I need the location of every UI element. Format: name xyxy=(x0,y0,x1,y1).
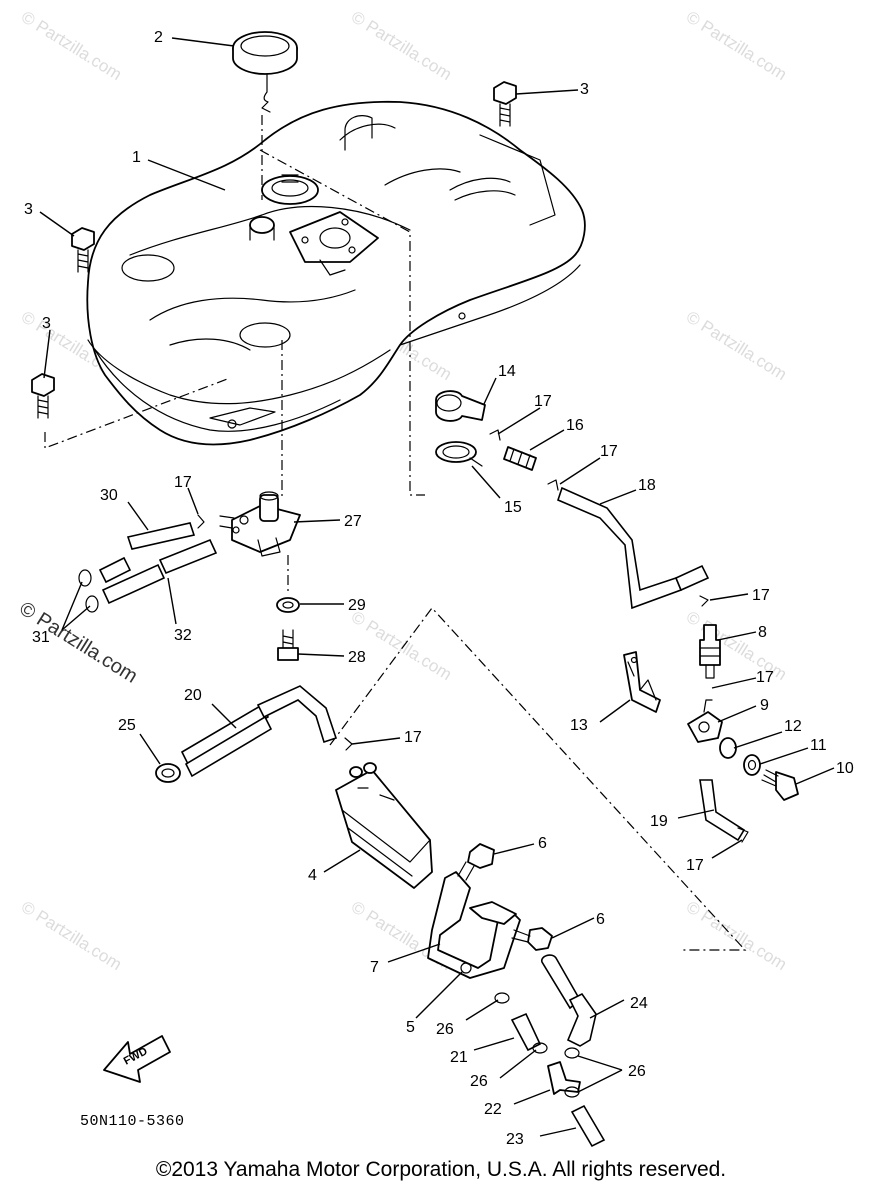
hose xyxy=(541,954,582,1010)
mount-line xyxy=(44,377,231,449)
callout-22: 22 xyxy=(484,1101,502,1118)
callout-19: 19 xyxy=(650,813,668,830)
watermark: © Partzilla.com xyxy=(683,607,790,684)
callout-26: 26 xyxy=(470,1073,488,1090)
callout-3: 3 xyxy=(24,201,33,218)
callout-31: 31 xyxy=(32,629,50,646)
band-clip xyxy=(435,441,483,467)
bolt xyxy=(31,373,55,419)
callout-30: 30 xyxy=(100,487,118,504)
callout-17: 17 xyxy=(174,474,192,491)
callout-17: 17 xyxy=(752,587,770,604)
callout-6: 6 xyxy=(538,835,547,852)
mount-line xyxy=(259,149,425,496)
clip xyxy=(737,827,749,843)
bolt xyxy=(457,843,495,881)
hose-cap xyxy=(435,390,486,422)
fuel-sender xyxy=(219,491,301,557)
bracket xyxy=(623,651,661,713)
clip xyxy=(494,992,580,1098)
bracket xyxy=(687,699,723,743)
callout-numbers: 1 2 3 3 3 4 5 6 6 7 8 9 10 11 12 13 14 1… xyxy=(24,29,854,1148)
callout-29: 29 xyxy=(348,597,366,614)
watermark: © Partzilla.com xyxy=(348,607,455,684)
watermark: © Partzilla.com xyxy=(18,7,125,84)
callout-18: 18 xyxy=(638,477,656,494)
watermark: © Partzilla.com xyxy=(683,897,790,974)
direction-arrow: FWD xyxy=(103,1035,171,1083)
callout-15: 15 xyxy=(504,499,522,516)
hose xyxy=(699,779,746,842)
tee-joint xyxy=(547,1061,581,1095)
callout-17: 17 xyxy=(600,443,618,460)
bracket xyxy=(460,901,517,974)
callout-28: 28 xyxy=(348,649,366,666)
callout-3: 3 xyxy=(42,315,51,332)
callout-11: 11 xyxy=(810,737,827,754)
clip xyxy=(344,737,353,751)
hose xyxy=(557,486,683,610)
callout-21: 21 xyxy=(450,1049,468,1066)
callout-14: 14 xyxy=(498,363,516,380)
hose xyxy=(570,1104,606,1148)
check-valve xyxy=(699,595,721,679)
callout-24: 24 xyxy=(630,995,648,1012)
copyright-notice: ©2013 Yamaha Motor Corporation, U.S.A. A… xyxy=(155,1158,727,1181)
callout-26: 26 xyxy=(436,1021,454,1038)
callout-12: 12 xyxy=(784,718,802,735)
fuel-tank xyxy=(86,100,586,446)
mount-line xyxy=(329,607,747,951)
callout-17: 17 xyxy=(404,729,422,746)
bracket xyxy=(427,871,521,979)
bolt xyxy=(71,227,95,273)
callout-17: 17 xyxy=(534,393,552,410)
callout-4: 4 xyxy=(308,867,317,884)
callout-27: 27 xyxy=(344,513,362,530)
callout-17: 17 xyxy=(756,669,774,686)
drawing-code: 50N110-5360 xyxy=(80,1113,185,1130)
hose xyxy=(566,992,597,1047)
callout-13: 13 xyxy=(570,717,588,734)
hose xyxy=(674,564,710,592)
callout-16: 16 xyxy=(566,417,584,434)
hose xyxy=(510,1012,542,1052)
callout-17: 17 xyxy=(686,857,704,874)
callout-32: 32 xyxy=(174,627,192,644)
fuel-cap xyxy=(232,31,298,200)
callout-2: 2 xyxy=(154,29,163,46)
bolt xyxy=(493,81,517,127)
callout-26: 26 xyxy=(628,1063,646,1080)
callout-25: 25 xyxy=(118,717,136,734)
screw xyxy=(277,629,299,661)
clip xyxy=(78,514,205,613)
callout-9: 9 xyxy=(760,697,769,714)
nipple-fitting xyxy=(489,429,559,491)
hose xyxy=(98,522,218,605)
callout-7: 7 xyxy=(370,959,379,976)
callout-6: 6 xyxy=(596,911,605,928)
bolt xyxy=(511,927,553,951)
watermark: © Partzilla.com xyxy=(683,7,790,84)
callout-8: 8 xyxy=(758,624,767,641)
callout-20: 20 xyxy=(184,687,202,704)
callout-10: 10 xyxy=(836,760,854,777)
hose xyxy=(184,715,273,778)
watermark: © Partzilla.com xyxy=(18,897,125,974)
washer xyxy=(276,597,300,613)
callout-1: 1 xyxy=(132,149,141,166)
hose-clamp xyxy=(155,763,181,783)
bolt xyxy=(761,769,799,801)
callout-5: 5 xyxy=(406,1019,415,1036)
leader-lines xyxy=(39,37,835,1137)
watermark: © Partzilla.com xyxy=(683,307,790,384)
hose xyxy=(180,703,270,766)
hose xyxy=(256,685,338,744)
washer xyxy=(719,737,761,776)
callout-23: 23 xyxy=(506,1131,524,1148)
callout-3: 3 xyxy=(580,81,589,98)
watermark: © Partzilla.com xyxy=(348,7,455,84)
canister xyxy=(335,762,433,889)
